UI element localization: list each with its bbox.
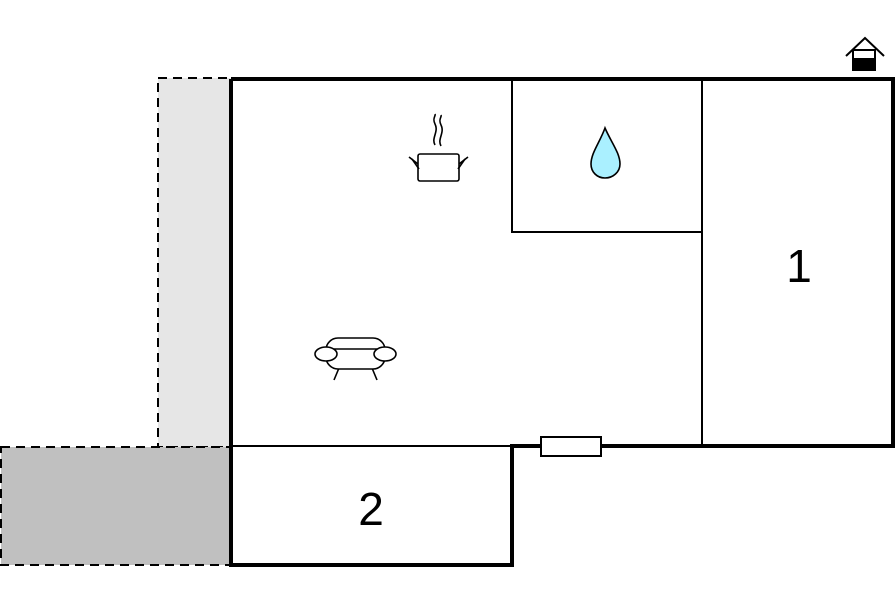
sofa-icon bbox=[314, 337, 397, 381]
cooking-pot-icon bbox=[408, 113, 469, 182]
house-icon bbox=[845, 36, 885, 71]
room-1-label: 1 bbox=[786, 240, 812, 292]
room-2-label: 2 bbox=[358, 483, 384, 535]
exterior-walls bbox=[229, 77, 895, 567]
terrace-lower bbox=[0, 446, 232, 566]
water-drop-icon bbox=[590, 125, 621, 179]
door-icon bbox=[540, 436, 602, 457]
interior-walls bbox=[231, 79, 703, 447]
terrace-upper bbox=[157, 77, 232, 448]
